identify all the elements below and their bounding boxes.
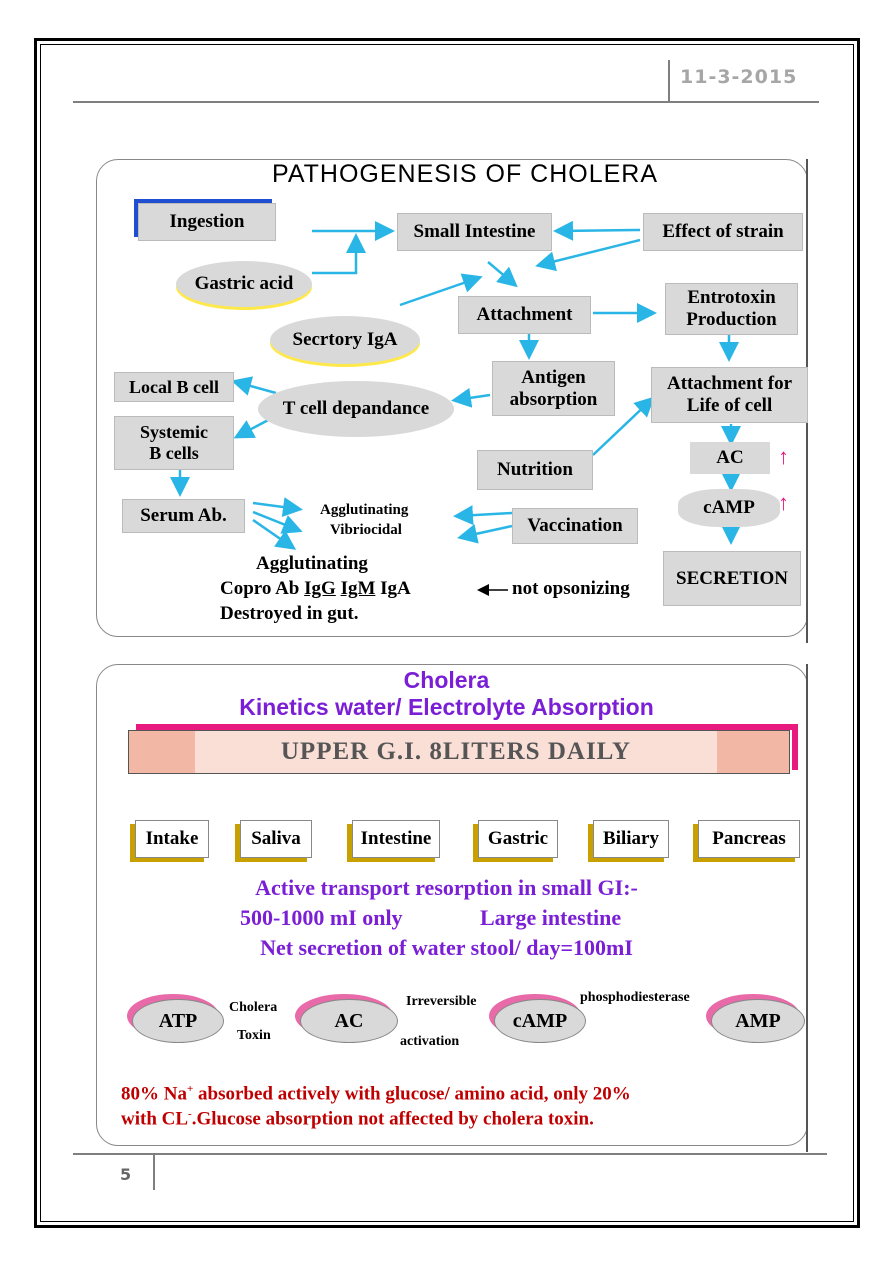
serum-ab-box: Serum Ab.	[122, 499, 245, 533]
page-number: 5	[120, 1165, 132, 1184]
agglutinating-small-label: Agglutinating	[320, 502, 409, 518]
kinetics-title-1: Cholera	[403, 667, 490, 693]
header-rule	[73, 101, 819, 103]
ac-ellipse: AC	[300, 999, 398, 1043]
activation-label: activation	[400, 1034, 460, 1049]
camp-ellipse: cAMP	[494, 999, 586, 1043]
source-biliary: Biliary	[593, 820, 669, 858]
antigen-line2: absorption	[509, 388, 598, 410]
entrotoxin-line2: Production	[686, 309, 777, 330]
pathogenesis-title: PATHOGENESIS OF CHOLERA	[262, 160, 669, 189]
ingestion-box: Ingestion	[138, 203, 276, 241]
copro-igg: IgG	[304, 578, 336, 599]
transport-line-2b: Large intestine	[480, 905, 622, 930]
attachment-box: Attachment	[458, 296, 591, 334]
secretory-iga-ellipse: Secrtory IgA	[270, 316, 420, 364]
vibriocidal-label: Vibriocidal	[330, 522, 402, 538]
nutrition-box: Nutrition	[477, 450, 593, 490]
effect-of-strain-box: Effect of strain	[643, 213, 803, 251]
copro-iga: IgA	[375, 578, 411, 599]
systemic-line1: Systemic	[140, 422, 208, 443]
ac-box: AC	[690, 442, 770, 474]
source-intake: Intake	[135, 820, 209, 858]
cholera-label: Cholera	[229, 1000, 278, 1015]
phosphodiesterase-label: phosphodiesterase	[580, 990, 690, 1005]
vaccination-box: Vaccination	[512, 508, 638, 544]
antigen-line1: Antigen	[521, 366, 586, 388]
atp-ellipse: ATP	[132, 999, 224, 1043]
page-border-outer	[34, 38, 860, 1228]
panel2-edge	[806, 664, 808, 1152]
entrotoxin-line1: Entrotoxin	[687, 287, 776, 309]
local-b-cell-box: Local B cell	[114, 372, 234, 402]
toxin-label: Toxin	[237, 1028, 271, 1043]
amp-ellipse: AMP	[711, 999, 805, 1043]
kinetics-title-2: Kinetics water/ Electrolyte Absorption	[239, 694, 654, 720]
note-d: .Glucose absorption not affected by chol…	[191, 1108, 594, 1130]
transport-line-2a: 500-1000 mI only	[240, 905, 403, 930]
antigen-absorption-box: Antigen absorption	[492, 361, 615, 416]
systemic-b-cells-box: Systemic B cells	[114, 416, 234, 470]
attachment-life-box: Attachment for Life of cell	[651, 367, 808, 423]
small-intestine-box: Small Intestine	[397, 213, 552, 251]
gastric-acid-ellipse: Gastric acid	[176, 261, 312, 307]
agglutinating-label: Agglutinating	[256, 553, 368, 574]
copro-prefix: Copro Ab	[220, 578, 305, 599]
transport-line-3: Net secretion of water stool/ day=100mI	[260, 935, 633, 960]
source-intestine: Intestine	[352, 820, 440, 858]
banner-side-accent	[792, 724, 798, 770]
not-opsonizing-label: not opsonizing	[512, 578, 630, 599]
note-line-2: with CL-.Glucose absorption not affected…	[121, 1108, 594, 1130]
footer-divider	[153, 1154, 155, 1190]
page-border-inner	[40, 44, 854, 1222]
note-sup-minus: -	[188, 1108, 192, 1120]
header-date: 11-3-2015	[680, 66, 798, 88]
destroyed-label: Destroyed in gut.	[220, 603, 359, 624]
note-sup-plus: +	[186, 1083, 194, 1095]
banner-top-accent	[136, 724, 798, 730]
copro-igm: IgM	[340, 578, 376, 599]
camp-increase-arrow: ↑	[778, 490, 789, 515]
camp-shape: cAMP	[678, 489, 780, 527]
transport-line-1: Active transport resorption in small GI:…	[255, 875, 638, 900]
entrotoxin-box: Entrotoxin Production	[665, 283, 798, 335]
systemic-line2: B cells	[149, 443, 199, 463]
note-b: absorbed actively with glucose/ amino ac…	[193, 1083, 631, 1105]
irreversible-label: Irreversible	[406, 994, 477, 1009]
header-divider	[668, 60, 670, 102]
source-pancreas: Pancreas	[698, 820, 800, 858]
source-gastric: Gastric	[478, 820, 558, 858]
banner-text: UPPER G.I. 8LITERS DAILY	[195, 731, 717, 773]
ac-increase-arrow: ↑	[778, 444, 789, 469]
note-a: 80% Na	[121, 1083, 187, 1105]
note-c: with CL	[121, 1108, 189, 1130]
note-line-1: 80% Na+ absorbed actively with glucose/ …	[121, 1083, 631, 1105]
t-cell-ellipse: T cell depandance	[258, 381, 454, 437]
copro-ab-label: Copro Ab IgG IgM IgA	[220, 578, 411, 600]
secretion-box: SECRETION	[663, 551, 801, 606]
attach-life-line2: Life of cell	[686, 395, 773, 416]
footer-rule	[73, 1153, 827, 1155]
source-saliva: Saliva	[240, 820, 312, 858]
attach-life-line1: Attachment for	[666, 373, 793, 395]
